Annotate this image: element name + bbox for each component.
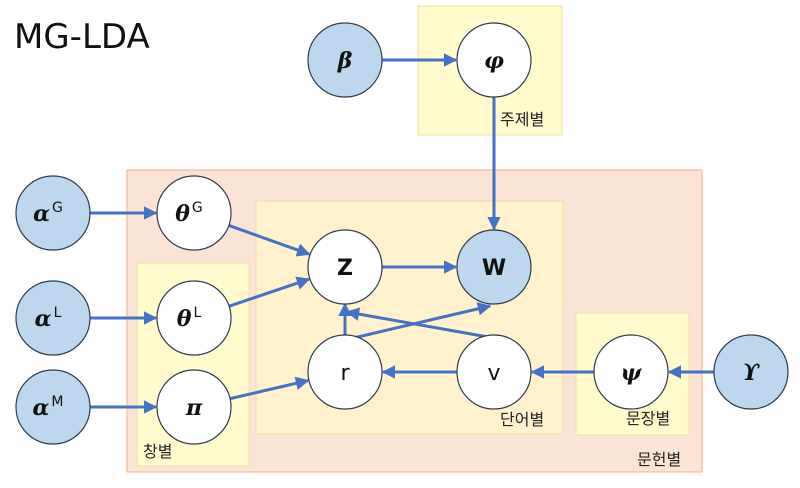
edge-v-to-z xyxy=(345,307,489,339)
pi-node: π xyxy=(156,369,232,445)
v-node-symbol: v xyxy=(487,361,500,386)
beta-node-symbol: β xyxy=(337,48,353,74)
phi-node-symbol: φ xyxy=(484,48,504,74)
pi-node-circle xyxy=(156,369,232,445)
gamma-node-circle xyxy=(713,334,789,410)
z-node: Z xyxy=(307,229,383,305)
r-node-circle xyxy=(307,334,383,410)
edge-theta-g-to-z xyxy=(228,224,311,257)
alpha-m-node-circle xyxy=(15,369,91,445)
alpha-g-node-superscript: G xyxy=(52,200,63,216)
z-node-circle xyxy=(307,229,383,305)
alpha-l-node-superscript: L xyxy=(54,305,62,321)
alpha-l-node-circle xyxy=(15,280,91,356)
alpha-g-node-symbol: α xyxy=(33,201,50,227)
plate-document-label: 문헌별 xyxy=(637,450,681,469)
alpha-l-node-symbol: α xyxy=(35,306,52,332)
diagram-title: MG-LDA xyxy=(14,17,150,57)
beta-node-circle xyxy=(307,22,383,98)
pi-node-symbol: π xyxy=(185,395,203,421)
theta-l-node-symbol: θ xyxy=(177,306,192,332)
pi-node-label: π xyxy=(185,395,203,421)
z-node-symbol: Z xyxy=(337,256,353,281)
theta-l-node-superscript: L xyxy=(193,305,201,321)
edge-r-to-w xyxy=(348,302,492,341)
v-node-label: v xyxy=(487,361,500,386)
gamma-node-symbol: ϒ xyxy=(743,360,761,386)
r-node-symbol: r xyxy=(340,361,350,386)
edges xyxy=(90,53,714,414)
psi-node: ψ xyxy=(593,334,669,410)
theta-g-node-superscript: G xyxy=(192,200,203,216)
z-node-label: Z xyxy=(337,256,353,281)
phi-node-circle xyxy=(456,22,532,98)
alpha-m-node-superscript: M xyxy=(51,394,63,410)
w-node-symbol: W xyxy=(482,256,506,281)
alpha-m-node-symbol: α xyxy=(32,395,49,421)
w-node-label: W xyxy=(482,256,506,281)
r-node-label: r xyxy=(340,361,350,386)
plate-sentence-label: 문장별 xyxy=(626,409,670,428)
beta-node-label: β xyxy=(337,48,353,74)
edge-pi-to-r xyxy=(229,376,310,401)
plate-word-label: 단어별 xyxy=(500,410,544,429)
psi-node-circle xyxy=(593,334,669,410)
plate-window-label: 창별 xyxy=(143,442,172,461)
theta-l-node-circle xyxy=(156,280,232,356)
psi-node-symbol: ψ xyxy=(621,360,643,386)
gamma-node-label: ϒ xyxy=(743,360,761,386)
v-node: v xyxy=(456,334,532,410)
v-node-circle xyxy=(456,334,532,410)
w-node: W xyxy=(456,229,532,305)
theta-g-node-symbol: θ xyxy=(175,201,190,227)
phi-node: φ xyxy=(456,22,532,98)
r-node: r xyxy=(307,334,383,410)
gamma-node: ϒ xyxy=(713,334,789,410)
phi-node-label: φ xyxy=(484,48,504,74)
beta-node: β xyxy=(307,22,383,98)
w-node-circle xyxy=(456,229,532,305)
theta-g-node-circle xyxy=(156,175,232,251)
alpha-g-node-circle xyxy=(15,175,91,251)
psi-node-label: ψ xyxy=(621,360,643,386)
edge-theta-l-to-z xyxy=(228,276,311,308)
plate-topic-label: 주제별 xyxy=(500,110,544,129)
